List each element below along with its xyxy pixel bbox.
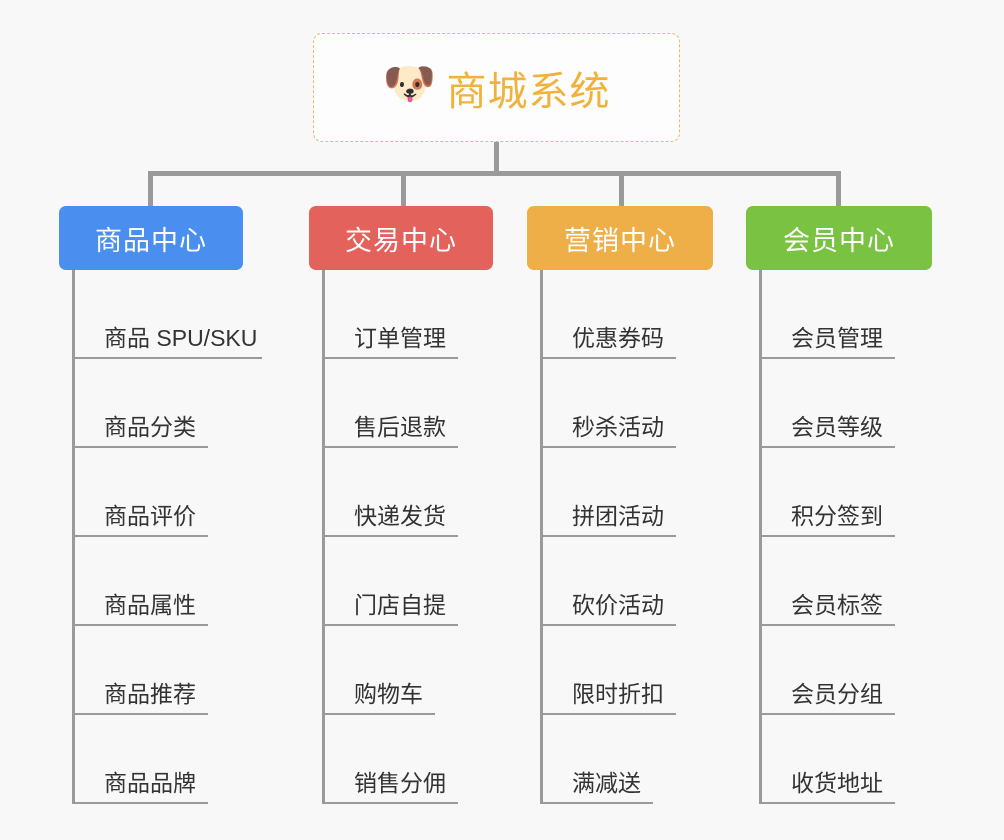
leaf-item[interactable]: 商品分类 xyxy=(72,359,243,448)
leaf-label: 商品 SPU/SKU xyxy=(104,325,258,351)
leaf-underline xyxy=(759,624,895,626)
leaf-item[interactable]: 会员等级 xyxy=(759,359,932,448)
leaf-label: 会员管理 xyxy=(791,325,883,351)
connector-drop-1 xyxy=(148,171,153,206)
leaf-label: 商品属性 xyxy=(104,592,196,618)
leaf-spine-3 xyxy=(540,270,543,804)
leaf-underline xyxy=(759,446,895,448)
leaf-underline xyxy=(322,535,458,537)
leaf-underline xyxy=(72,357,262,359)
leaf-label: 商品评价 xyxy=(104,503,196,529)
branch-header-1[interactable]: 商品中心 xyxy=(59,206,243,270)
connector-root-stem xyxy=(494,142,499,174)
branch-header-4[interactable]: 会员中心 xyxy=(746,206,932,270)
leaf-label: 购物车 xyxy=(354,681,423,707)
leaf-item[interactable]: 秒杀活动 xyxy=(540,359,713,448)
connector-drop-3 xyxy=(619,171,624,206)
leaf-label: 砍价活动 xyxy=(572,592,664,618)
leaf-spine-2 xyxy=(322,270,325,804)
leaf-underline xyxy=(322,802,458,804)
leaf-underline xyxy=(322,713,435,715)
leaf-item[interactable]: 商品属性 xyxy=(72,537,243,626)
leaf-label: 销售分佣 xyxy=(354,770,446,796)
leaf-underline xyxy=(72,624,208,626)
branch-column-2: 交易中心订单管理售后退款快递发货门店自提购物车销售分佣 xyxy=(309,206,493,804)
leaf-label: 积分签到 xyxy=(791,503,883,529)
leaf-list-1: 商品 SPU/SKU 商品分类商品评价商品属性商品推荐商品品牌 xyxy=(72,270,262,804)
leaf-item[interactable]: 优惠券码 xyxy=(540,270,713,359)
leaf-item[interactable]: 拼团活动 xyxy=(540,448,713,537)
leaf-list-4: 会员管理会员等级积分签到会员标签会员分组收货地址 xyxy=(759,270,932,804)
branch-column-4: 会员中心会员管理会员等级积分签到会员标签会员分组收货地址 xyxy=(746,206,932,804)
root-node[interactable]: 🐶 商城系统 xyxy=(313,33,680,142)
leaf-item[interactable]: 快递发货 xyxy=(322,448,493,537)
leaf-item[interactable]: 会员管理 xyxy=(759,270,932,359)
leaf-item[interactable]: 订单管理 xyxy=(322,270,493,359)
branch-header-2[interactable]: 交易中心 xyxy=(309,206,493,270)
leaf-item[interactable]: 砍价活动 xyxy=(540,537,713,626)
leaf-spine-1 xyxy=(72,270,75,804)
leaf-underline xyxy=(322,624,458,626)
leaf-label: 会员分组 xyxy=(791,681,883,707)
leaf-underline xyxy=(72,535,208,537)
leaf-label: 门店自提 xyxy=(354,592,446,618)
leaf-label: 商品品牌 xyxy=(104,770,196,796)
leaf-item[interactable]: 会员分组 xyxy=(759,626,932,715)
leaf-label: 优惠券码 xyxy=(572,325,664,351)
leaf-label: 快递发货 xyxy=(354,503,446,529)
leaf-label: 会员标签 xyxy=(791,592,883,618)
leaf-underline xyxy=(540,446,676,448)
leaf-underline xyxy=(72,713,208,715)
leaf-underline xyxy=(540,357,676,359)
leaf-underline xyxy=(759,802,895,804)
leaf-list-2: 订单管理售后退款快递发货门店自提购物车销售分佣 xyxy=(322,270,493,804)
leaf-underline xyxy=(540,535,676,537)
leaf-label: 商品分类 xyxy=(104,414,196,440)
leaf-underline xyxy=(540,624,676,626)
leaf-label: 会员等级 xyxy=(791,414,883,440)
leaf-label: 拼团活动 xyxy=(572,503,664,529)
leaf-label: 限时折扣 xyxy=(572,681,664,707)
leaf-label: 满减送 xyxy=(572,770,641,796)
leaf-label: 订单管理 xyxy=(354,325,446,351)
root-title: 商城系统 xyxy=(446,69,611,114)
leaf-item[interactable]: 商品评价 xyxy=(72,448,243,537)
leaf-label: 售后退款 xyxy=(354,414,446,440)
branch-column-1: 商品中心商品 SPU/SKU 商品分类商品评价商品属性商品推荐商品品牌 xyxy=(59,206,262,804)
leaf-item[interactable]: 积分签到 xyxy=(759,448,932,537)
leaf-item[interactable]: 售后退款 xyxy=(322,359,493,448)
leaf-underline xyxy=(759,357,895,359)
leaf-underline xyxy=(72,802,208,804)
leaf-label: 收货地址 xyxy=(791,770,883,796)
connector-drop-4 xyxy=(836,171,841,206)
leaf-underline xyxy=(322,357,458,359)
leaf-underline xyxy=(72,446,208,448)
leaf-item[interactable]: 商品推荐 xyxy=(72,626,243,715)
branch-header-3[interactable]: 营销中心 xyxy=(527,206,713,270)
leaf-list-3: 优惠券码秒杀活动拼团活动砍价活动限时折扣满减送 xyxy=(540,270,713,804)
leaf-spine-4 xyxy=(759,270,762,804)
leaf-underline xyxy=(540,713,676,715)
leaf-underline xyxy=(759,713,895,715)
leaf-item[interactable]: 商品品牌 xyxy=(72,715,243,804)
leaf-underline xyxy=(540,802,653,804)
connector-horizontal-bar xyxy=(148,171,841,176)
leaf-item[interactable]: 收货地址 xyxy=(759,715,932,804)
leaf-underline xyxy=(322,446,458,448)
leaf-item[interactable]: 会员标签 xyxy=(759,537,932,626)
leaf-item[interactable]: 商品 SPU/SKU xyxy=(72,270,262,359)
leaf-item[interactable]: 门店自提 xyxy=(322,537,493,626)
leaf-item[interactable]: 满减送 xyxy=(540,715,713,804)
branch-column-3: 营销中心优惠券码秒杀活动拼团活动砍价活动限时折扣满减送 xyxy=(527,206,713,804)
leaf-item[interactable]: 购物车 xyxy=(322,626,493,715)
connector-drop-2 xyxy=(401,171,406,206)
leaf-item[interactable]: 限时折扣 xyxy=(540,626,713,715)
leaf-label: 秒杀活动 xyxy=(572,414,664,440)
leaf-item[interactable]: 销售分佣 xyxy=(322,715,493,804)
leaf-underline xyxy=(759,535,895,537)
leaf-label: 商品推荐 xyxy=(104,681,196,707)
shiba-dog-face-icon: 🐶 xyxy=(382,59,437,108)
